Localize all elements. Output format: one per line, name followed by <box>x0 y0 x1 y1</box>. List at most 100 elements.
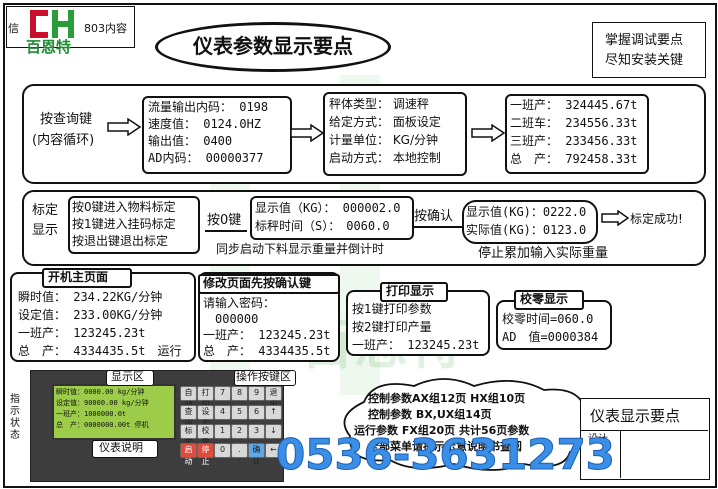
device-key: 2 <box>231 424 248 439</box>
calib-note-left: 同步启动下料显示重量并倒计时 <box>216 242 385 256</box>
calib-btn-zero-underline <box>205 230 247 232</box>
device-key: ↓ <box>265 424 282 439</box>
logo: 百恩特 <box>26 8 80 60</box>
device-side-label: 指示状态 <box>10 394 20 441</box>
device-keys-label: 操作按键区 <box>236 370 291 383</box>
boot-title-box <box>42 268 132 288</box>
device-key: 3 <box>248 424 265 439</box>
cloud-line-2: 控制参数 BX,UX组14页 <box>368 408 492 421</box>
query-g1-line-3: 输出值： 0400 <box>148 134 233 148</box>
device-key: 退出 <box>265 386 282 409</box>
modify-title-box <box>198 274 340 294</box>
calib-display-line-1: 显示值（KG）： 000002.0 <box>255 201 401 215</box>
lcd-line-2: 设定值：90000.00 kg/分钟 <box>56 399 149 407</box>
print-line-3: 一班产： 123245.23t <box>352 338 480 352</box>
query-g1-line-4: AD内码： 00000377 <box>148 151 264 165</box>
device-key: 5 <box>231 405 248 420</box>
boot-line-4: 总 产： 4334435.5t 运行 <box>18 344 182 358</box>
device-key: 确认 <box>248 443 265 466</box>
print-line-2: 按2键打印产量 <box>352 320 432 334</box>
device-key: 停止 <box>197 443 214 466</box>
calib-display-line-2: 标秤时间（S）： 0060.0 <box>255 219 390 233</box>
device-keys-label-box <box>234 370 296 386</box>
device-manual-label: 仪表说明 <box>99 441 143 454</box>
lcd-line-3: 一班产：1000000.0t <box>56 410 127 418</box>
logo-text: 百恩特 <box>26 38 72 56</box>
calib-result-line-1: 显示值(KG)：0222.0 <box>466 205 587 219</box>
device-key: 查询 <box>180 405 197 428</box>
title-ellipse <box>155 22 391 72</box>
modify-line-4: 总 产： 4334435.5t <box>203 344 331 358</box>
boot-line-2: 设定值： 233.00KG/分钟 <box>18 308 163 322</box>
device-key: 7 <box>214 386 231 401</box>
modify-line-3: 一班产： 123245.23t <box>203 328 331 342</box>
page-title: 仪表参数显示要点 <box>193 34 353 58</box>
device-key: 校零 <box>197 424 214 447</box>
footer-title-rule <box>580 430 708 431</box>
modify-line-1: 请输入密码： <box>203 296 276 310</box>
query-g3-line-4: 总 产： 792458.33t <box>510 152 638 166</box>
device-key: 0 <box>214 443 231 458</box>
print-line-1: 按1键打印参数 <box>352 302 432 316</box>
device-key: 打印 <box>197 386 214 409</box>
query-g3-line-3: 三班产： 233456.33t <box>510 134 638 148</box>
device-key: 8 <box>231 386 248 401</box>
calib-btn-confirm: 按确认 <box>414 209 454 224</box>
header-partial-label: 803内容 <box>84 22 127 35</box>
phone-number: 0536-3631273 <box>276 430 616 479</box>
calib-success: 标定成功! <box>630 212 683 226</box>
lcd-line-1: 瞬时值：0000.00 kg/分钟 <box>56 388 145 396</box>
calib-result-line-2: 实际值(KG)：0123.0 <box>466 223 587 237</box>
device-key: 启动 <box>180 443 197 466</box>
device-key: 自动 <box>180 386 197 409</box>
tip-line-1: 掌握调试要点 <box>605 33 684 48</box>
tip-box <box>592 22 706 78</box>
calib-btn-confirm-underline <box>414 226 462 228</box>
calib-step-2: 按1键进入挂码标定 <box>72 217 176 231</box>
device-key: 标定 <box>180 424 197 447</box>
device-key: ← <box>265 443 282 458</box>
footer-design-label: 设计 <box>588 434 608 445</box>
lcd-line-4: 总 产：0000000.00t 停机 <box>56 421 149 429</box>
device-manual-label-box <box>92 440 158 458</box>
calib-note-right: 停止累加输入实际重量 <box>478 246 609 261</box>
cloud-line-1: 控制参数AX组12页 HX组10页 <box>368 392 526 405</box>
tip-line-2: 尽知安装关键 <box>605 53 684 68</box>
calib-label: 标定 <box>32 203 59 218</box>
print-title: 打印显示 <box>386 284 435 298</box>
page-frame <box>3 3 717 488</box>
query-g2-line-1: 秤体类型： 调速秤 <box>329 97 429 111</box>
header-left-cut-glyph: 信 <box>8 22 19 35</box>
print-title-box <box>380 282 448 302</box>
zero-title-box <box>514 290 584 310</box>
boot-line-3: 一班产： 123245.23t <box>18 326 146 340</box>
modify-line-2: 000000 <box>203 312 259 326</box>
footer-col-rule <box>620 430 621 478</box>
cloud-line-4: 全部菜单请提示示意说明书查阅 <box>368 440 522 453</box>
note-cloud <box>343 378 590 471</box>
zero-line-1: 校零时间=060.0 <box>502 312 594 326</box>
arrow-right-icon-3 <box>471 124 506 142</box>
query-g1-line-1: 流量输出内码： 0198 <box>148 100 269 114</box>
boot-line-1: 瞬时值： 234.22KG/分钟 <box>18 290 163 304</box>
query-g2-line-2: 给定方式： 面板设定 <box>329 115 441 129</box>
arrow-right-icon-4 <box>601 210 630 226</box>
device-display-label-box <box>106 370 154 386</box>
calib-step-1: 按0键进入物料标定 <box>72 200 176 214</box>
footer-title: 仪表显示要点 <box>590 407 681 425</box>
calib-result-box <box>462 200 598 244</box>
query-label-sub: (内容循环) <box>32 133 95 148</box>
device-key: 1 <box>214 424 231 439</box>
query-g3-line-1: 一班产： 324445.67t <box>510 98 638 112</box>
calib-steps-box <box>68 196 200 254</box>
zero-title: 校零显示 <box>520 292 569 306</box>
device-key: . <box>231 443 248 458</box>
calib-label-sub: 显示 <box>32 223 59 238</box>
query-g3-line-2: 二班车： 234556.33t <box>510 116 638 130</box>
device-key: 6 <box>248 405 265 420</box>
query-group-3 <box>505 94 649 174</box>
arrow-right-icon-2 <box>290 124 325 142</box>
zero-line-2: AD 值=0000384 <box>502 330 599 344</box>
calib-display-box <box>250 196 414 240</box>
calib-btn-zero: 按0键 <box>207 213 242 228</box>
